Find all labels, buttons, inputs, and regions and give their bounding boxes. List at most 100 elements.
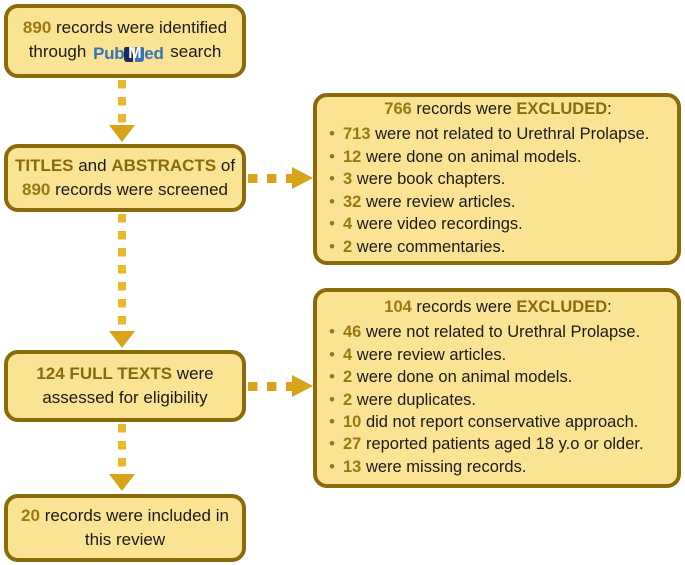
list-item: 4 were video recordings. bbox=[329, 213, 667, 236]
item-count: 4 bbox=[343, 345, 353, 364]
item-count: 46 bbox=[343, 323, 362, 342]
included-line-1: 20 records were included in bbox=[21, 504, 229, 528]
arrow-identification-to-screening bbox=[109, 80, 135, 142]
excluded-screening-keyword: EXCLUDED bbox=[516, 99, 608, 118]
arrow-eligibility-to-included bbox=[109, 424, 135, 491]
list-item: 13 were missing records. bbox=[329, 456, 667, 479]
excluded-eligibility-title: 104 records were EXCLUDED: bbox=[329, 297, 667, 318]
excluded-eligibility-colon: : bbox=[607, 297, 612, 316]
pubmed-book-left-leaf bbox=[124, 46, 134, 62]
included-line-2: this review bbox=[84, 530, 166, 549]
pubmed-book-icon: M bbox=[124, 44, 145, 63]
identification-text-1: records were identified bbox=[51, 17, 228, 37]
screening-of: of bbox=[216, 155, 236, 175]
list-item: 32 were review articles. bbox=[329, 191, 667, 214]
item-text: were video recordings. bbox=[352, 215, 523, 234]
item-text: were commentaries. bbox=[352, 237, 506, 256]
arrow-dashes bbox=[118, 80, 126, 125]
screening-abstracts: ABSTRACTS bbox=[111, 155, 217, 175]
item-count: 713 bbox=[343, 125, 371, 144]
item-text: did not report conservative approach. bbox=[361, 412, 639, 431]
arrow-head-right-icon bbox=[292, 167, 313, 189]
eligibility-tail-top: were bbox=[172, 363, 214, 383]
arrow-head-right-icon bbox=[292, 375, 313, 397]
item-count: 2 bbox=[343, 237, 353, 256]
arrow-head-down-icon bbox=[109, 331, 135, 348]
excluded-eligibility-keyword: EXCLUDED bbox=[516, 297, 608, 316]
arrow-screening-to-eligibility bbox=[109, 214, 135, 348]
arrow-dashes bbox=[118, 424, 126, 474]
arrow-dashes bbox=[248, 382, 292, 391]
item-count: 12 bbox=[343, 147, 362, 166]
box-included: 20 records were included in this review bbox=[4, 494, 246, 562]
item-text: were review articles. bbox=[352, 345, 507, 364]
included-count: 20 bbox=[21, 505, 40, 525]
pubmed-m-text: M bbox=[128, 44, 142, 62]
item-text: were duplicates. bbox=[352, 390, 477, 409]
item-text: were book chapters. bbox=[352, 170, 506, 189]
list-item: 10 did not report conservative approach. bbox=[329, 411, 667, 434]
item-text: were missing records. bbox=[361, 457, 527, 476]
item-count: 3 bbox=[343, 170, 353, 189]
item-count: 27 bbox=[343, 435, 362, 454]
excluded-screening-list: 713 were not related to Urethral Prolaps… bbox=[329, 123, 667, 259]
item-count: 32 bbox=[343, 192, 362, 211]
arrow-dashes bbox=[118, 214, 126, 331]
list-item: 2 were duplicates. bbox=[329, 388, 667, 411]
box-eligibility: 124 FULL TEXTS were assessed for eligibi… bbox=[4, 350, 246, 422]
pubmed-book-right-leaf bbox=[135, 46, 145, 62]
item-text: were done on animal models. bbox=[352, 368, 573, 387]
item-text: were not related to Urethral Prolapse. bbox=[361, 323, 641, 342]
list-item: 713 were not related to Urethral Prolaps… bbox=[329, 123, 667, 146]
excluded-screening-title: 766 records were EXCLUDED: bbox=[329, 99, 667, 120]
included-text-1: records were included in bbox=[39, 505, 229, 525]
eligibility-line-1: 124 FULL TEXTS were bbox=[36, 362, 213, 386]
list-item: 2 were done on animal models. bbox=[329, 366, 667, 389]
list-item: 46 were not related to Urethral Prolapse… bbox=[329, 321, 667, 344]
excluded-eligibility-total: 104 bbox=[384, 297, 412, 316]
arrow-head-down-icon bbox=[109, 474, 135, 491]
screening-tail: records were screened bbox=[50, 180, 228, 199]
identification-count: 890 bbox=[22, 17, 52, 37]
screening-line-2: 890 records were screened bbox=[22, 178, 228, 202]
arrow-dashes bbox=[248, 174, 292, 183]
screening-line-1: TITLES and ABSTRACTS of bbox=[15, 154, 235, 178]
identification-search: search bbox=[165, 42, 222, 61]
item-count: 2 bbox=[343, 390, 353, 409]
list-item: 4 were review articles. bbox=[329, 344, 667, 367]
screening-count: 890 bbox=[21, 180, 51, 199]
item-count: 2 bbox=[343, 368, 353, 387]
excluded-eligibility-list: 46 were not related to Urethral Prolapse… bbox=[329, 321, 667, 479]
arrow-head-down-icon bbox=[109, 125, 135, 142]
item-count: 4 bbox=[343, 215, 353, 234]
item-count: 13 bbox=[343, 457, 362, 476]
excluded-screening-colon: : bbox=[607, 99, 612, 118]
box-excluded-screening: 766 records were EXCLUDED: 713 were not … bbox=[313, 93, 681, 265]
item-text: were done on animal models. bbox=[361, 147, 582, 166]
item-text: were not related to Urethral Prolapse. bbox=[370, 125, 650, 144]
list-item: 12 were done on animal models. bbox=[329, 146, 667, 169]
item-text: were review articles. bbox=[361, 192, 516, 211]
excluded-eligibility-title-mid: records were bbox=[411, 297, 517, 316]
arrow-screening-to-excluded bbox=[248, 167, 314, 189]
item-count: 10 bbox=[343, 412, 362, 431]
excluded-screening-total: 766 bbox=[384, 99, 412, 118]
identification-through: through bbox=[28, 42, 92, 61]
screening-titles: TITLES bbox=[14, 155, 74, 175]
item-text: reported patients aged 18 y.o or older. bbox=[361, 435, 644, 454]
list-item: 2 were commentaries. bbox=[329, 236, 667, 259]
pubmed-pub-text: Pub bbox=[93, 44, 125, 63]
identification-line-1: 890 records were identified bbox=[23, 16, 227, 40]
box-excluded-eligibility: 104 records were EXCLUDED: 46 were not r… bbox=[313, 288, 681, 488]
eligibility-line-2: assessed for eligibility bbox=[42, 388, 208, 407]
list-item: 27 reported patients aged 18 y.o or olde… bbox=[329, 433, 667, 456]
screening-and: and bbox=[73, 155, 112, 175]
excluded-screening-title-mid: records were bbox=[411, 99, 517, 118]
list-item: 3 were book chapters. bbox=[329, 168, 667, 191]
pubmed-ed-text: ed bbox=[144, 44, 164, 63]
eligibility-count-label: 124 FULL TEXTS bbox=[36, 363, 173, 383]
